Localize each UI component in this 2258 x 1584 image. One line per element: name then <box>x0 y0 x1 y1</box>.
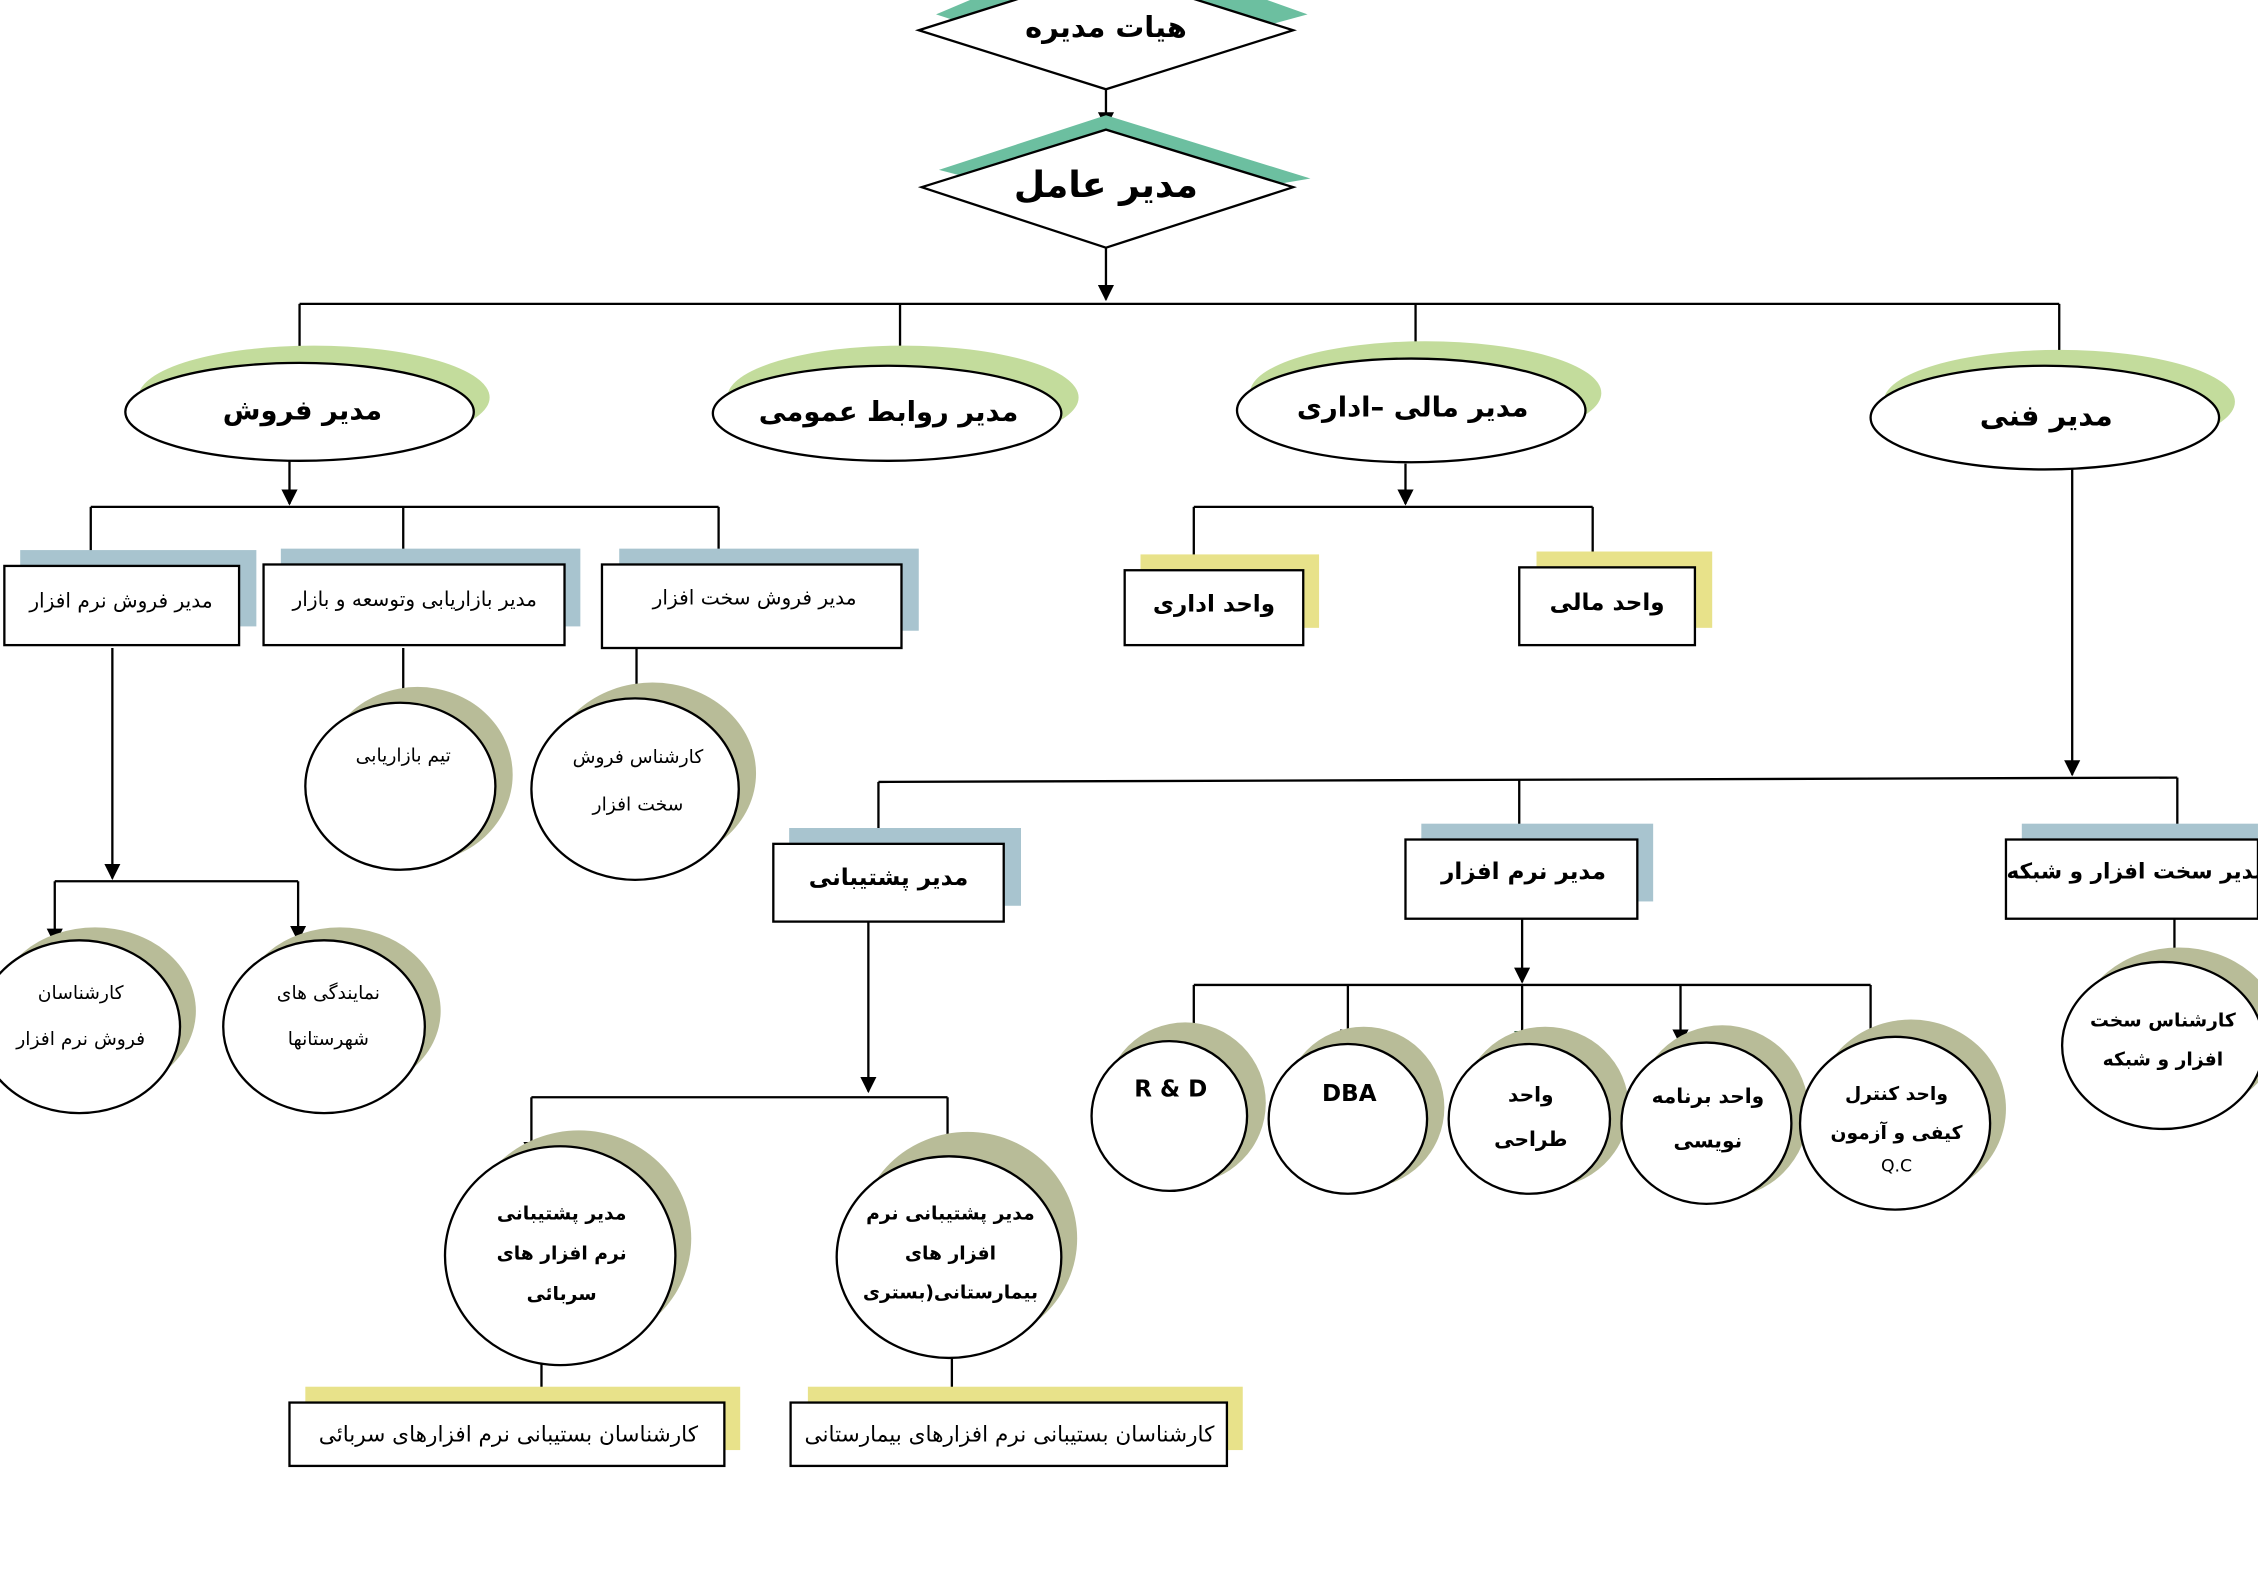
sales-manager-node: مدیر فروش <box>124 345 490 462</box>
programming-unit-line-2: نویسی <box>1674 1128 1743 1152</box>
server-support-manager-circle <box>443 1145 677 1367</box>
sales-manager-oval <box>124 361 475 462</box>
finance-admin-manager-oval <box>1235 357 1587 464</box>
hospital-support-manager-circle <box>835 1155 1063 1360</box>
pr-manager-node: مدیر روابط عمومی <box>711 345 1079 462</box>
dba-node: DBA <box>1267 1026 1445 1195</box>
marketing-team-circle <box>304 701 497 871</box>
software-sales-experts-line-2: فروش نرم افزار <box>15 1029 145 1050</box>
software-sales-experts-circle <box>0 939 182 1115</box>
hospital-support-experts-label: کارشناسان بستیبانی نرم افزارهای بیمارستا… <box>805 1423 1216 1448</box>
design-unit-line-1: واحد <box>1508 1082 1554 1106</box>
hardware-sales-expert-line-2: سخت افزار <box>592 794 684 815</box>
software-sales-manager-label: مدیر فروش نرم افزار <box>28 588 212 612</box>
board-diamond <box>914 0 1297 91</box>
hardware-network-expert-node: کارشناس سخت افزار و شبکه <box>2060 947 2258 1131</box>
finance-admin-manager-label: مدیر مالی –اداری <box>1297 392 1529 423</box>
software-manager-label: مدیر نرم افزار <box>1440 859 1606 885</box>
server-support-manager-line-2: نرم افزار های <box>497 1244 627 1265</box>
hospital-support-manager-line-3: بیمارستانی(بستری <box>863 1283 1038 1304</box>
hospital-support-manager-line-2: افزار های <box>905 1244 996 1265</box>
rnd-label: R & D <box>1134 1077 1207 1103</box>
qc-unit-circle <box>1798 1035 1992 1211</box>
qc-unit-line-3: Q.C <box>1881 1156 1912 1176</box>
admin-unit-box <box>1123 569 1305 647</box>
server-support-manager-node: مدیر پشتیبانی نرم افزار های سربائی <box>443 1130 692 1367</box>
marketing-manager-label: مدیر بازاریابی وتوسعه و بازار <box>292 587 537 611</box>
hardware-sales-expert-circle <box>530 697 740 881</box>
design-unit-node: واحد طراحی <box>1447 1026 1629 1195</box>
hardware-network-manager-box <box>2004 838 2258 920</box>
bus-technical-children <box>878 776 2178 784</box>
hardware-sales-expert-line-1: کارشناس فروش <box>573 747 704 768</box>
ceo-node: مدیر عامل <box>917 115 1311 249</box>
board-node: هیات مدیره <box>914 0 1308 91</box>
server-support-experts-box <box>288 1401 726 1468</box>
admin-unit-node: واحد اداری <box>1123 554 1320 647</box>
hospital-support-experts-node: کارشناسان بستیبانی نرم افزارهای بیمارستا… <box>789 1386 1243 1468</box>
hardware-network-expert-line-1: کارشناس سخت <box>2090 1010 2236 1031</box>
programming-unit-circle <box>1620 1041 1793 1205</box>
technical-manager-node: مدیر فنی <box>1869 349 2235 471</box>
hardware-sales-manager-node: مدیر فروش سخت افزار <box>600 548 919 650</box>
support-manager-label: مدیر پشتیبانی <box>809 865 968 891</box>
finance-unit-label: واحد مالی <box>1550 590 1665 616</box>
hospital-support-manager-line-1: مدیر پشتیبانی نرم <box>866 1203 1035 1224</box>
server-support-manager-line-1: مدیر پشتیبانی <box>497 1203 627 1224</box>
rnd-circle <box>1090 1039 1249 1193</box>
software-sales-manager-node: مدیر فروش نرم افزار <box>3 550 257 647</box>
software-sales-experts-node: کارشناسان فروش نرم افزار <box>0 927 196 1115</box>
ceo-label: مدیر عامل <box>1014 165 1198 206</box>
design-unit-circle <box>1447 1042 1612 1195</box>
software-sales-manager-box <box>3 564 241 647</box>
hardware-sales-manager-box <box>600 563 903 650</box>
pr-manager-oval <box>711 364 1063 462</box>
technical-manager-label: مدیر فنی <box>1980 399 2113 433</box>
hospital-support-manager-node: مدیر پشتیبانی نرم افزار های بیمارستانی(ب… <box>835 1131 1078 1360</box>
qc-unit-node: واحد کنترل کیفی و آزمون Q.C <box>1798 1019 2006 1211</box>
provincial-agencies-circle <box>222 939 426 1115</box>
finance-admin-manager-node: مدیر مالی –اداری <box>1235 341 1602 464</box>
qc-unit-line-2: کیفی و آزمون <box>1830 1120 1962 1144</box>
hardware-sales-expert-node: کارشناس فروش سخت افزار <box>530 682 757 881</box>
hardware-network-manager-node: مدیر سخت افزار و شبکه <box>2004 823 2258 920</box>
server-support-experts-node: کارشناسان بستیبانی نرم افزارهای سربائی <box>288 1386 741 1468</box>
finance-unit-node: واحد مالی <box>1518 551 1713 647</box>
server-support-manager-line-3: سربائی <box>527 1284 597 1305</box>
server-support-experts-label: کارشناسان بستیبانی نرم افزارهای سربائی <box>319 1423 699 1448</box>
provincial-agencies-line-2: شهرستانها <box>288 1029 369 1050</box>
technical-manager-oval <box>1869 364 2221 471</box>
marketing-manager-box <box>262 563 566 647</box>
finance-unit-box <box>1518 566 1697 647</box>
marketing-manager-node: مدیر بازاریابی وتوسعه و بازار <box>262 548 581 647</box>
marketing-team-label: تیم بازاریابی <box>356 746 451 767</box>
provincial-agencies-line-1: نمایندگی های <box>277 982 380 1004</box>
sales-manager-label: مدیر فروش <box>223 395 382 426</box>
rnd-node: R & D <box>1090 1022 1266 1193</box>
hardware-network-manager-label: مدیر سخت افزار و شبکه <box>2006 860 2258 885</box>
software-manager-box <box>1404 838 1639 920</box>
hardware-sales-manager-label: مدیر فروش سخت افزار <box>652 586 857 610</box>
dba-label: DBA <box>1322 1081 1377 1107</box>
support-manager-box <box>772 842 1005 923</box>
dba-circle <box>1267 1042 1429 1195</box>
provincial-agencies-node: نمایندگی های شهرستانها <box>222 927 441 1115</box>
programming-unit-line-1: واحد برنامه <box>1652 1084 1765 1108</box>
hardware-network-expert-line-2: افزار و شبکه <box>2103 1049 2223 1070</box>
board-label: هیات مدیره <box>1025 10 1187 44</box>
marketing-team-node: تیم بازاریابی <box>304 686 513 871</box>
ceo-diamond <box>917 128 1297 249</box>
support-manager-node: مدیر پشتیبانی <box>772 828 1021 923</box>
admin-unit-label: واحد اداری <box>1153 591 1275 617</box>
design-unit-line-2: طراحی <box>1494 1127 1567 1151</box>
software-manager-node: مدیر نرم افزار <box>1404 823 1654 920</box>
hospital-support-experts-box <box>789 1401 1229 1468</box>
programming-unit-node: واحد برنامه نویسی <box>1620 1025 1809 1205</box>
pr-manager-label: مدیر روابط عمومی <box>759 397 1019 428</box>
qc-unit-line-1: واحد کنترل <box>1845 1084 1948 1105</box>
hardware-network-expert-circle <box>2060 960 2258 1131</box>
software-sales-experts-line-1: کارشناسان <box>38 983 124 1004</box>
